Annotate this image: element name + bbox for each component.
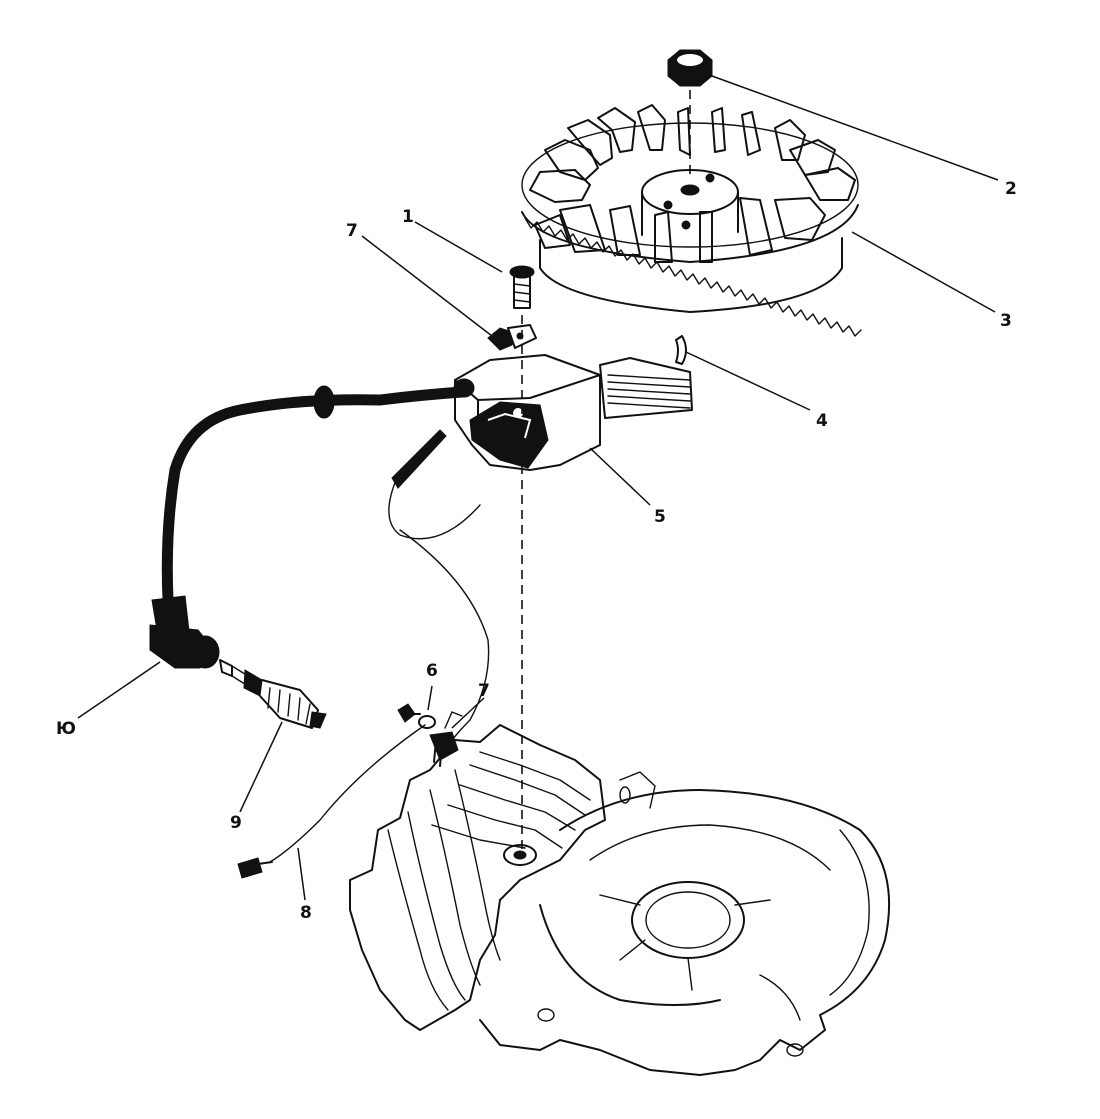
flywheel <box>521 104 862 337</box>
flywheel-key <box>675 335 687 365</box>
callout-labels: 1 2 3 4 5 6 7 7 8 9 Ю <box>56 179 1017 923</box>
leader-lines <box>77 75 999 901</box>
callout-9: 9 <box>230 813 242 833</box>
callout-7-lower: 7 <box>478 681 490 701</box>
spark-plug-lead <box>149 385 468 669</box>
callout-3: 3 <box>1000 311 1012 331</box>
ground-wire <box>237 724 426 879</box>
ground-screw <box>397 703 436 729</box>
engine-crankcase <box>349 724 891 1076</box>
ground-tab-lower <box>429 711 463 767</box>
flywheel-nut <box>667 49 713 87</box>
assembly-centerlines <box>521 90 691 850</box>
ignition-coil <box>453 354 693 471</box>
callout-10: Ю <box>56 719 76 739</box>
ground-tab-upper <box>487 324 537 351</box>
coil-screw <box>509 265 535 309</box>
callout-8: 8 <box>300 903 312 923</box>
callout-1: 1 <box>402 207 414 227</box>
callout-7-upper: 7 <box>346 221 358 241</box>
callout-4: 4 <box>816 411 828 431</box>
callout-6: 6 <box>426 661 438 681</box>
callout-2: 2 <box>1005 179 1017 199</box>
coil-kill-wire <box>388 429 490 759</box>
callout-5: 5 <box>654 507 666 527</box>
spark-plug <box>219 659 327 729</box>
